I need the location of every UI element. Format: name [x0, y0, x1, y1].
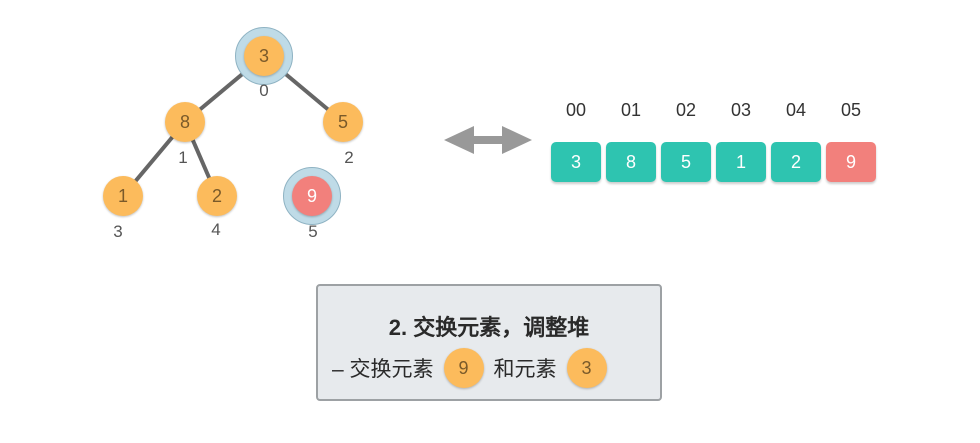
array-index-5: 05 — [840, 100, 862, 120]
tree-node-index-2: 2 — [344, 148, 354, 167]
array-index-3: 03 — [730, 100, 752, 120]
tree-node-5: 9 — [292, 176, 332, 216]
tree-node-index-3: 3 — [113, 222, 123, 241]
tree-node-1: 8 — [165, 102, 205, 142]
tree-node-0: 3 — [244, 36, 284, 76]
array-index-4: 04 — [785, 100, 807, 120]
step-title: 2. 交换元素，调整堆 — [388, 315, 590, 340]
array-index-2: 02 — [675, 100, 697, 120]
array-cell-0: 3 — [551, 142, 601, 182]
tree-node-index-5: 5 — [308, 222, 318, 241]
step-description: – 交换元素 9 和元素 3 — [332, 348, 607, 388]
tree-node-index-1: 1 — [178, 148, 188, 167]
tree-node-3: 1 — [103, 176, 143, 216]
array-cell-3: 1 — [716, 142, 766, 182]
tree-node-4: 2 — [197, 176, 237, 216]
step-middle-text: 和元素 — [493, 358, 557, 381]
array-cell-4: 2 — [771, 142, 821, 182]
array-cell-1: 8 — [606, 142, 656, 182]
array-index-0: 00 — [565, 100, 587, 120]
swap-node-b: 3 — [566, 348, 607, 388]
tree-node-index-4: 4 — [211, 220, 221, 239]
tree-node-index-0: 0 — [259, 81, 269, 100]
step-prefix-text: – 交换元素 — [332, 358, 434, 381]
step-caption-box: 2. 交换元素，调整堆 – 交换元素 9 和元素 3 — [316, 284, 662, 401]
array-cell-2: 5 — [661, 142, 711, 182]
double-arrow-icon — [444, 126, 532, 154]
array-index-1: 01 — [620, 100, 642, 120]
array-cell-5: 9 — [826, 142, 876, 182]
tree-node-2: 5 — [323, 102, 363, 142]
swap-node-a: 9 — [443, 348, 484, 388]
